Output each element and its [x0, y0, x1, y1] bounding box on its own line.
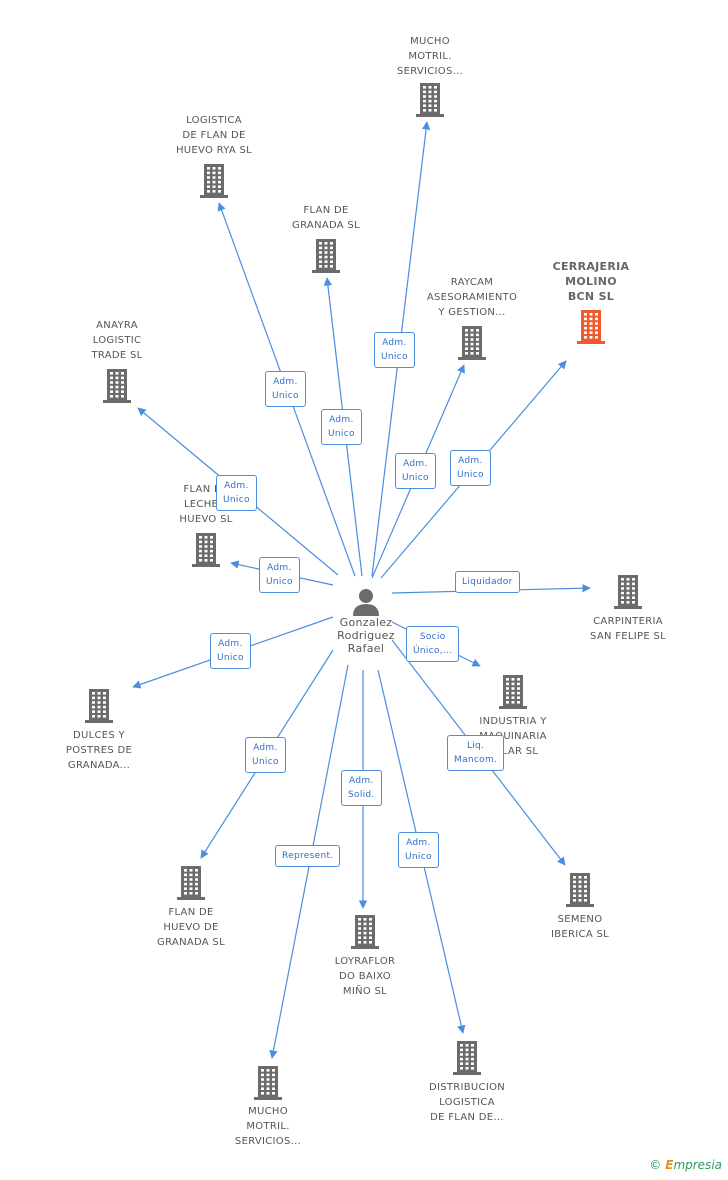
company-node-anayra[interactable]: [102, 369, 132, 403]
company-label-flan-granada: FLAN DE GRANADA SL: [266, 203, 386, 233]
building-icon: [499, 675, 527, 709]
edge-label-semeno[interactable]: Liq. Mancom.: [447, 735, 505, 771]
company-node-flan-huevo-granada[interactable]: [176, 866, 206, 900]
company-node-mucho-bottom[interactable]: [253, 1066, 283, 1100]
company-label-mucho-bottom: MUCHO MOTRIL. SERVICIOS...: [208, 1104, 328, 1149]
company-label-industria: INDUSTRIA Y MAQUINARIA SALAR SL: [453, 714, 573, 759]
person-name: Gonzalez Rodriguez Rafael: [337, 616, 395, 655]
company-name[interactable]: LOGISTICA DE FLAN DE HUEVO RYA SL: [175, 115, 253, 156]
company-label-cerrajeria: CERRAJERIA MOLINO BCN SL: [531, 259, 651, 304]
edge-label-logistica[interactable]: Adm. Unico: [265, 371, 306, 407]
building-icon: [458, 326, 486, 360]
building-icon: [566, 873, 594, 907]
company-node-flan-granada[interactable]: [311, 239, 341, 273]
company-label-distribucion: DISTRIBUCION LOGISTICA DE FLAN DE...: [407, 1080, 527, 1125]
brand-initial: E: [665, 1158, 674, 1172]
building-icon: [103, 369, 131, 403]
building-icon: [254, 1066, 282, 1100]
company-name[interactable]: MUCHO MOTRIL. SERVICIOS...: [396, 36, 464, 77]
company-node-loyraflor[interactable]: [350, 915, 380, 949]
building-icon: [200, 164, 228, 198]
company-node-mucho-top[interactable]: [415, 83, 445, 117]
edge-label-mucho-bottom[interactable]: Represent.: [275, 845, 341, 867]
edge-label-anayra[interactable]: Adm. Unico: [216, 475, 257, 511]
company-name[interactable]: SEMENO IBERICA SL: [551, 914, 609, 940]
company-label-carpinteria: CARPINTERIA SAN FELIPE SL: [568, 614, 688, 644]
center-person[interactable]: Gonzalez Rodriguez Rafael: [333, 588, 399, 655]
company-label-anayra: ANAYRA LOGISTIC TRADE SL: [57, 318, 177, 363]
building-icon: [416, 83, 444, 117]
company-node-raycam[interactable]: [457, 326, 487, 360]
company-label-dulces: DULCES Y POSTRES DE GRANADA...: [39, 728, 159, 773]
company-label-logistica: LOGISTICA DE FLAN DE HUEVO RYA SL: [154, 113, 274, 158]
company-label-mucho-top: MUCHO MOTRIL. SERVICIOS...: [370, 34, 490, 79]
company-label-semeno: SEMENO IBERICA SL: [520, 912, 640, 942]
company-node-industria[interactable]: [498, 675, 528, 709]
building-icon: [351, 915, 379, 949]
building-icon: [577, 310, 605, 344]
edge-label-industria[interactable]: Socio Único,...: [406, 626, 460, 662]
company-name[interactable]: FLAN DE GRANADA SL: [292, 205, 360, 231]
company-node-cerrajeria[interactable]: [576, 310, 606, 344]
building-icon: [177, 866, 205, 900]
edge-label-loyraflor[interactable]: Adm. Solid.: [341, 770, 382, 806]
company-node-logistica[interactable]: [199, 164, 229, 198]
company-name[interactable]: DULCES Y POSTRES DE GRANADA...: [65, 730, 133, 771]
company-name[interactable]: DISTRIBUCION LOGISTICA DE FLAN DE...: [428, 1082, 506, 1123]
building-icon: [192, 533, 220, 567]
company-name[interactable]: INDUSTRIA Y MAQUINARIA SALAR SL: [479, 716, 547, 757]
company-node-distribucion[interactable]: [452, 1041, 482, 1075]
edge-label-dulces[interactable]: Adm. Unico: [210, 633, 251, 669]
building-icon: [453, 1041, 481, 1075]
edge-label-flan-granada[interactable]: Adm. Unico: [321, 409, 362, 445]
edge-label-flan-leche[interactable]: Adm. Unico: [259, 557, 300, 593]
building-icon: [312, 239, 340, 273]
brand-footer: ©Empresia: [649, 1158, 722, 1172]
edge-label-cerrajeria[interactable]: Adm. Unico: [450, 450, 491, 486]
edge-label-flan-huevo-granada[interactable]: Adm. Unico: [245, 737, 286, 773]
company-node-semeno[interactable]: [565, 873, 595, 907]
company-node-dulces[interactable]: [84, 689, 114, 723]
person-icon: [353, 589, 379, 616]
edge-label-mucho-top[interactable]: Adm. Unico: [374, 332, 415, 368]
company-label-raycam: RAYCAM ASESORAMIENTO Y GESTION...: [412, 275, 532, 320]
edge-label-distribucion[interactable]: Adm. Unico: [398, 832, 439, 868]
company-label-loyraflor: LOYRAFLOR DO BAIXO MIÑO SL: [305, 954, 425, 999]
building-icon: [614, 575, 642, 609]
edge-label-raycam[interactable]: Adm. Unico: [395, 453, 436, 489]
company-name[interactable]: ANAYRA LOGISTIC TRADE SL: [91, 320, 143, 361]
company-label-flan-huevo-granada: FLAN DE HUEVO DE GRANADA SL: [131, 905, 251, 950]
edge-label-carpinteria[interactable]: Liquidador: [455, 571, 520, 593]
brand-name: mpresia: [673, 1158, 722, 1172]
company-name[interactable]: CERRAJERIA MOLINO BCN SL: [552, 260, 630, 303]
company-name[interactable]: LOYRAFLOR DO BAIXO MIÑO SL: [334, 956, 396, 997]
company-name[interactable]: CARPINTERIA SAN FELIPE SL: [590, 616, 666, 642]
company-name[interactable]: RAYCAM ASESORAMIENTO Y GESTION...: [426, 277, 518, 318]
company-name[interactable]: FLAN DE HUEVO DE GRANADA SL: [157, 907, 225, 948]
copyright-symbol: ©: [649, 1158, 662, 1172]
company-node-flan-leche[interactable]: [191, 533, 221, 567]
company-node-carpinteria[interactable]: [613, 575, 643, 609]
building-icon: [85, 689, 113, 723]
company-name[interactable]: MUCHO MOTRIL. SERVICIOS...: [234, 1106, 302, 1147]
